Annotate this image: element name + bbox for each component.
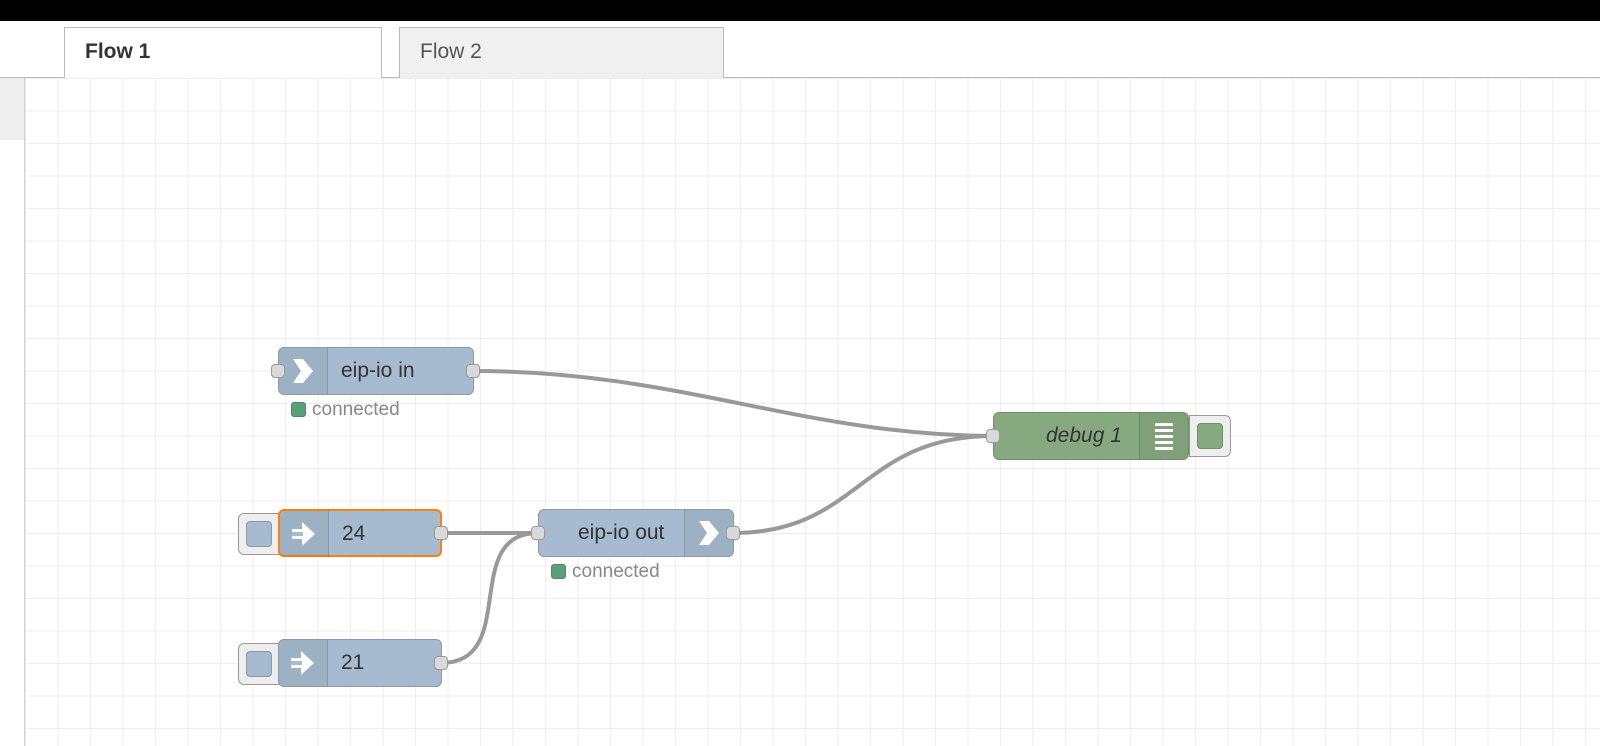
node-label: eip-io out (578, 521, 665, 544)
input-port[interactable] (271, 364, 285, 378)
arrow-in-icon (293, 359, 313, 383)
flow-tab-bar: Flow 1 Flow 2 (0, 21, 1600, 79)
left-sidebar-strip (0, 78, 25, 746)
inject-arrow-icon (291, 651, 314, 675)
input-port[interactable] (986, 429, 1000, 443)
output-port[interactable] (434, 656, 448, 670)
node-debug-1[interactable]: debug 1 (993, 412, 1189, 460)
tab-flow-2[interactable]: Flow 2 (399, 27, 724, 78)
tab-label: Flow 1 (85, 40, 151, 63)
status-text: connected (312, 399, 400, 420)
node-label: debug 1 (1046, 424, 1122, 447)
node-eip-io-out[interactable]: eip-io out (538, 509, 734, 557)
inject-button-face (246, 521, 272, 547)
inject-arrow-icon (292, 522, 315, 546)
tab-flow-1[interactable]: Flow 1 (64, 27, 382, 79)
top-header-bar (0, 0, 1600, 21)
node-eip-io-in[interactable]: eip-io in (278, 347, 474, 395)
node-label: eip-io in (341, 359, 415, 382)
output-port[interactable] (726, 526, 740, 540)
node-label: 21 (341, 651, 365, 674)
arrow-out-icon (699, 521, 719, 545)
node-icon-area (1139, 413, 1188, 459)
input-port[interactable] (531, 526, 545, 540)
output-port[interactable] (466, 364, 480, 378)
node-status: connected (291, 400, 400, 420)
inject-button[interactable] (238, 643, 280, 685)
sidebar-handle[interactable] (0, 78, 24, 140)
debug-toggle-button[interactable] (1189, 415, 1231, 457)
inject-button-face (246, 651, 272, 677)
status-dot-icon (551, 564, 566, 579)
status-text: connected (572, 561, 660, 582)
node-icon-area (280, 511, 329, 557)
output-port[interactable] (434, 526, 448, 540)
node-status: connected (551, 562, 660, 582)
status-dot-icon (291, 402, 306, 417)
node-icon-area (684, 510, 733, 556)
node-inject-24[interactable]: 24 (278, 509, 442, 557)
node-label: 24 (342, 522, 366, 545)
tab-label: Flow 2 (420, 40, 482, 63)
node-icon-area (279, 348, 328, 394)
inject-button[interactable] (238, 513, 280, 555)
debug-toggle-face (1197, 423, 1223, 449)
debug-list-icon (1155, 423, 1173, 450)
node-icon-area (279, 640, 328, 686)
node-inject-21[interactable]: 21 (278, 639, 442, 687)
